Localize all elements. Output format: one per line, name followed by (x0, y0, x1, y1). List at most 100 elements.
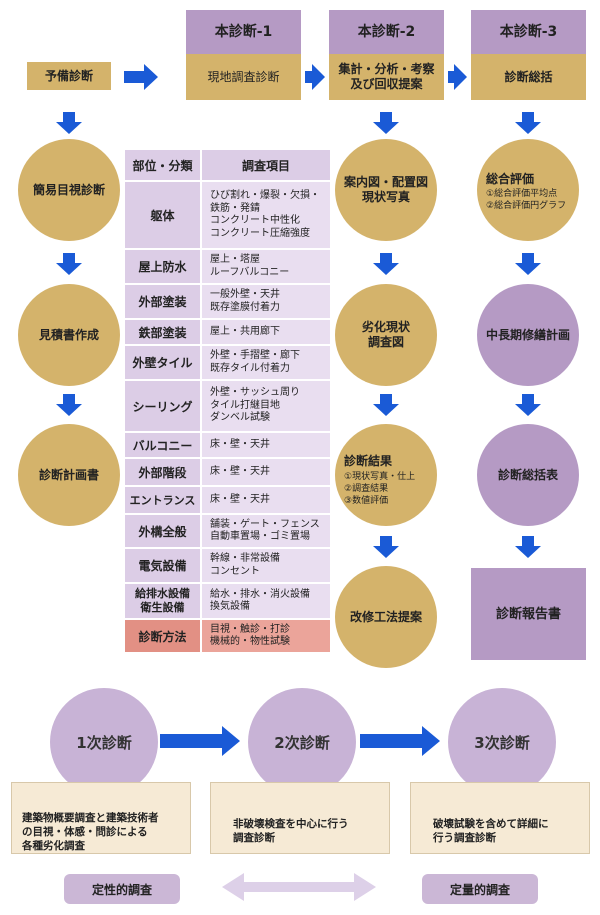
kaishu-label: 改修工法提案 (349, 609, 422, 624)
header-part-label: 部位・分類 (132, 158, 193, 173)
arrow-down-icon (515, 253, 541, 275)
row-items: 外壁・サッシュ周り タイル打継目地 ダンベル試験 (210, 387, 300, 424)
table-row: エントランス (125, 487, 200, 513)
row-part: バルコニー (132, 438, 193, 453)
row-items: 床・壁・天井 (210, 465, 270, 477)
rekka-label: 劣化現状 調査図 (361, 320, 410, 349)
circle-kani: 簡易目視診断 (18, 139, 120, 241)
row-part: 外部階段 (138, 465, 187, 480)
row-items: 床・壁・天井 (210, 493, 270, 505)
table-row: 一般外壁・天井 既存塗膜付着力 (202, 285, 330, 318)
circle-sogo: 総合評価 ①総合評価平均点 ②総合評価円グラフ (477, 139, 579, 241)
phase-1-circle: 1次診断 (50, 688, 158, 796)
row-part: 屋上防水 (138, 260, 187, 274)
soukatsu-label: 診断総括表 (497, 467, 558, 482)
header-items-label: 調査項目 (241, 158, 290, 173)
stage2-label: 本診断-2 (357, 23, 416, 40)
row-part: シーリング (132, 399, 193, 414)
stage3-sub-label: 診断総括 (504, 69, 553, 84)
method-label: 診断方法 (138, 629, 187, 644)
table-row: 外壁・サッシュ周り タイル打継目地 ダンベル試験 (202, 381, 330, 431)
table-header-items: 調査項目 (202, 150, 330, 180)
row-items: 幹線・非常設備 コンセント (210, 553, 280, 577)
circle-mitsumori: 見積書作成 (18, 284, 120, 386)
circle-keikaku: 診断計画書 (18, 424, 120, 526)
table-row: 鉄部塗装 (125, 320, 200, 344)
row-part: 外壁タイル (132, 356, 193, 370)
row-items: ひび割れ・爆裂・欠損・ 鉄筋・発錆 コンクリート中性化 コンクリート圧縮強度 (210, 190, 320, 239)
arrow-down-icon (373, 394, 399, 416)
report-label: 診断報告書 (495, 606, 561, 622)
double-arrow-icon (222, 873, 376, 901)
arrow-down-icon (373, 536, 399, 558)
sogo-items: ①総合評価平均点 ②総合評価円グラフ (486, 189, 567, 211)
arrow-right-icon (360, 726, 440, 756)
phase-3-desc-text: 破壊試験を含めて詳細に 行う調査診断 (433, 818, 549, 844)
method-items: 目視・触診・打診 機械的・物性試験 (210, 623, 290, 648)
arrow-down-icon (373, 112, 399, 134)
row-part: 給排水設備 衛生設備 (135, 587, 190, 614)
kani-label: 簡易目視診断 (32, 182, 105, 197)
arrow-right-icon (124, 64, 158, 90)
arrow-right-icon (160, 726, 240, 756)
row-part: エントランス (129, 494, 196, 507)
arrow-down-icon (56, 253, 82, 275)
table-method-part: 診断方法 (125, 620, 200, 652)
row-part: 鉄部塗装 (138, 325, 187, 340)
table-row: 外構全般 (125, 515, 200, 547)
circle-kekka: 診断結果 ①現状写真・仕上 ②調査結果 ③数値評価 (335, 424, 437, 526)
arrow-down-icon (515, 536, 541, 558)
row-part: 電気設備 (138, 559, 187, 573)
arrow-right-icon (448, 64, 467, 90)
row-items: 屋上・共用廊下 (210, 325, 280, 337)
mitsumori-label: 見積書作成 (38, 327, 99, 342)
stage2-sub-label: 集計・分析・考察 及び回収提案 (338, 62, 435, 91)
yobi-label: 予備診断 (44, 68, 93, 83)
chouki-label: 中長期修繕計画 (485, 327, 570, 342)
arrow-right-icon (305, 64, 325, 90)
stage1-sub: 現地調査診断 (186, 54, 301, 100)
circle-soukatsu: 診断総括表 (477, 424, 579, 526)
table-row: 外壁・手摺壁・廊下 既存タイル付着力 (202, 346, 330, 379)
arrow-down-icon (56, 394, 82, 416)
table-row: 屋上防水 (125, 250, 200, 283)
kekka-title: 診断結果 (344, 454, 393, 468)
row-items: 床・壁・天井 (210, 438, 270, 450)
phase-1-title: 1次診断 (76, 733, 132, 752)
phase-3-desc: 破壊試験を含めて詳細に 行う調査診断 (410, 782, 590, 854)
stage3-label: 本診断-3 (499, 23, 558, 40)
table-row: 床・壁・天井 (202, 433, 330, 457)
stage1-sub-label: 現地調査診断 (207, 69, 280, 84)
row-part: 躯体 (150, 208, 175, 223)
table-row: 床・壁・天井 (202, 459, 330, 485)
arrow-down-icon (373, 253, 399, 275)
stage1-label: 本診断-1 (214, 23, 273, 40)
table-row: バルコニー (125, 433, 200, 457)
table-row: ひび割れ・爆裂・欠損・ 鉄筋・発錆 コンクリート中性化 コンクリート圧縮強度 (202, 182, 330, 248)
kekka-items: ①現状写真・仕上 ②調査結果 ③数値評価 (344, 472, 416, 506)
phase-2-title: 2次診断 (274, 733, 330, 752)
arrow-down-icon (515, 394, 541, 416)
teiryo-label: 定量的調査 (449, 882, 510, 897)
teisei-label: 定性的調査 (91, 882, 152, 897)
table-row: 給水・排水・消火設備 換気設備 (202, 584, 330, 618)
stage1-header: 本診断-1 (186, 10, 301, 54)
teisei-label-box: 定性的調査 (64, 874, 180, 904)
stage2-header: 本診断-2 (329, 10, 444, 54)
yobi-box: 予備診断 (27, 62, 111, 90)
table-row: 給排水設備 衛生設備 (125, 584, 200, 618)
table-method-items: 目視・触診・打診 機械的・物性試験 (202, 620, 330, 652)
annaizu-label: 案内図・配置図 現状写真 (343, 175, 428, 204)
stage3-header: 本診断-3 (471, 10, 586, 54)
table-row: 屋上・塔屋 ルーフバルコニー (202, 250, 330, 283)
circle-annaizu: 案内図・配置図 現状写真 (335, 139, 437, 241)
table-row: 幹線・非常設備 コンセント (202, 549, 330, 582)
arrow-down-icon (56, 112, 82, 134)
phase-2-desc: 非破壊検査を中心に行う 調査診断 (210, 782, 390, 854)
row-part: 外部塗装 (138, 295, 187, 309)
table-row: 外部階段 (125, 459, 200, 485)
row-items: 給水・排水・消火設備 換気設備 (210, 588, 310, 613)
stage2-sub: 集計・分析・考察 及び回収提案 (329, 54, 444, 100)
row-items: 一般外壁・天井 既存塗膜付着力 (210, 289, 280, 313)
phase-2-circle: 2次診断 (248, 688, 356, 796)
